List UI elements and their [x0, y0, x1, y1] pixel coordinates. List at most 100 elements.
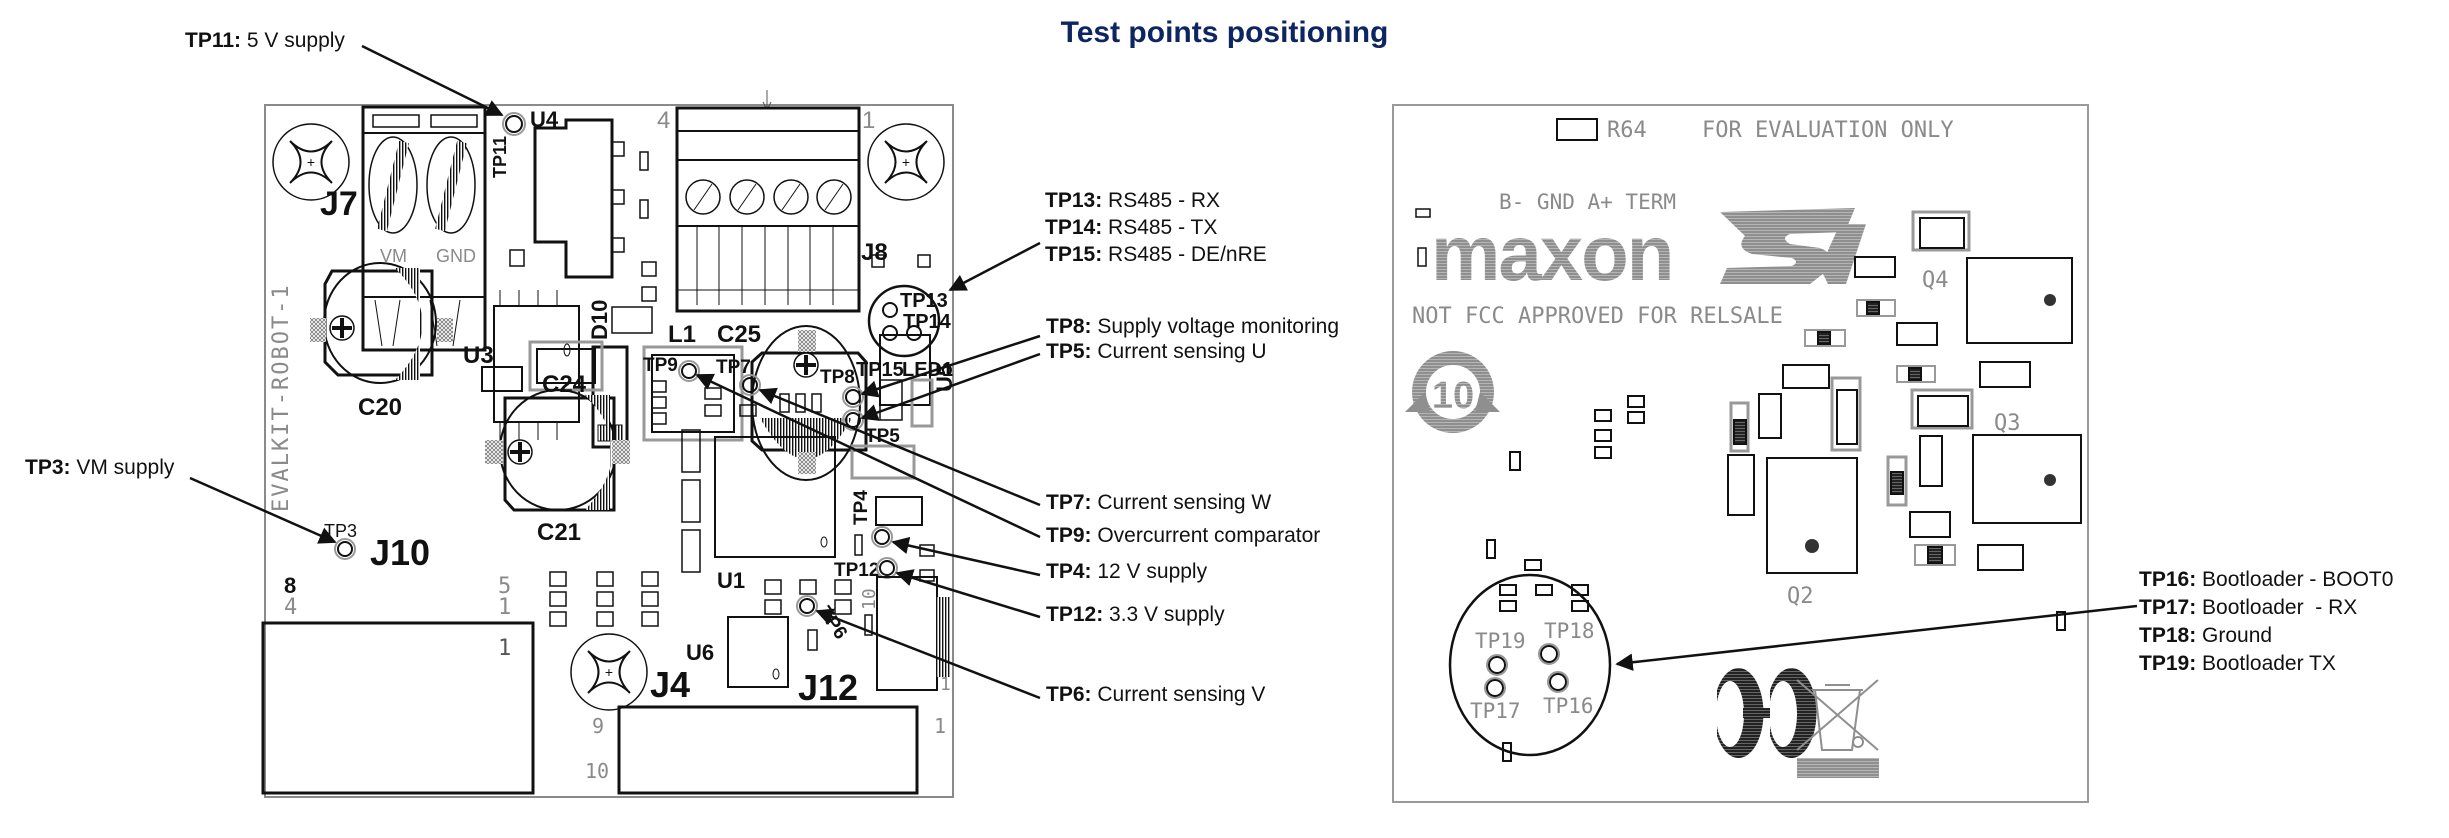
silk-tp7: TP7 — [716, 357, 751, 378]
silk-j10-p5: 5 — [498, 574, 511, 599]
svg-text:+: + — [902, 154, 910, 170]
callout-id: TP17: — [2139, 596, 2197, 619]
arrow-tp7 — [758, 387, 1041, 507]
silk-tp4: TP4 — [851, 490, 872, 525]
mounting-hole-icon: + — [867, 123, 945, 201]
callout-id: TP18: — [2139, 624, 2197, 647]
silk-j8-pin1: 1 — [862, 107, 875, 134]
arrow-tp3 — [189, 476, 337, 544]
silk-tp19: TP19 — [1475, 629, 1526, 653]
u5-ic — [879, 334, 931, 406]
silk-tp15: TP15 — [856, 359, 904, 381]
silk-tp11: TP11 — [490, 136, 510, 178]
silk-vm: VM — [380, 246, 407, 266]
callout-tp7: TP7: Current sensing W — [1046, 491, 1271, 515]
r64-resistor — [1556, 118, 1598, 141]
callout-tp8: TP8: Supply voltage monitoring — [1046, 315, 1339, 339]
arrow-tp11 — [361, 44, 504, 117]
arrow-tp8 — [860, 334, 1041, 398]
callout-id: TP7: — [1046, 491, 1092, 514]
callout-tp17: TP17: Bootloader - RX — [2139, 596, 2357, 620]
svg-text:+: + — [605, 664, 613, 680]
top-board: + + + J7 VM GND T — [261, 90, 957, 798]
board-name: EVALKIT-ROBOT-1 — [269, 283, 294, 512]
silk-u3: U3 — [463, 342, 494, 369]
arrow-tp5 — [860, 352, 1041, 421]
silk-j8: J8 — [861, 239, 888, 266]
tp8-pad — [845, 389, 861, 405]
callout-arrows — [189, 44, 2138, 700]
callout-tp16: TP16: Bootloader - BOOT0 — [2139, 568, 2393, 592]
tp12-pad — [879, 560, 895, 576]
callout-tp3: TP3: VM supply — [25, 456, 174, 480]
callout-id: TP19: — [2139, 652, 2197, 675]
callout-desc: Supply voltage monitoring — [1091, 315, 1339, 338]
tp18-pad — [1540, 645, 1558, 663]
silk-c20: C20 — [358, 394, 402, 421]
callout-desc: 12 V supply — [1091, 560, 1208, 583]
silk-tp8: TP8 — [820, 367, 855, 388]
silk-side-p1: 1 — [940, 674, 951, 695]
callout-desc: 3.3 V supply — [1103, 603, 1225, 626]
silk-l1: L1 — [668, 321, 696, 348]
j8-terminal-block — [675, 90, 931, 313]
j7-terminal-block — [361, 105, 487, 352]
passive-grid — [549, 571, 852, 651]
callout-tp11: TP11: 5 V supply — [185, 29, 345, 53]
callout-tp6: TP6: Current sensing V — [1046, 683, 1265, 707]
callout-desc: Bootloader - RX — [2196, 596, 2358, 619]
callout-id: TP4: — [1046, 560, 1092, 583]
q4-mosfet — [1966, 257, 2073, 344]
silk-j10: J10 — [370, 532, 430, 573]
callout-desc: Ground — [2196, 624, 2273, 647]
bootloader-tp-highlight-circle — [1448, 573, 1612, 757]
arrow-bootloader — [1615, 604, 2138, 671]
silk-tp16: TP16 — [1543, 694, 1594, 718]
silk-tp13: TP13 — [900, 290, 948, 312]
callout-tp5: TP5: Current sensing U — [1046, 340, 1267, 364]
callout-desc: RS485 - TX — [1102, 216, 1218, 239]
arrow-tp6 — [815, 608, 1041, 700]
callout-id: TP9: — [1046, 524, 1092, 547]
passive-components — [651, 380, 935, 636]
callout-tp19: TP19: Bootloader TX — [2139, 652, 2336, 676]
callout-desc: Current sensing W — [1091, 491, 1272, 514]
callout-desc: Bootloader - BOOT0 — [2196, 568, 2394, 591]
callout-desc: Bootloader TX — [2196, 652, 2336, 675]
callout-desc: VM supply — [70, 456, 175, 479]
tp13-pad — [882, 302, 898, 318]
silk-tp5: TP5 — [865, 426, 900, 447]
callout-id: TP16: — [2139, 568, 2197, 591]
bottom-components — [1486, 210, 2066, 762]
callout-id: TP13: — [1045, 189, 1103, 212]
tp4-pad — [874, 529, 890, 545]
q2-mosfet — [1766, 457, 1858, 574]
callout-tp9: TP9: Overcurrent comparator — [1046, 524, 1320, 548]
callout-desc: 5 V supply — [241, 29, 345, 52]
silk-q4: Q4 — [1922, 268, 1949, 293]
callout-id: TP6: — [1046, 683, 1092, 706]
callout-id: TP15: — [1045, 243, 1103, 266]
callout-tp13: TP13: RS485 - RX — [1045, 189, 1220, 213]
arrow-tp13-14 — [948, 241, 1041, 292]
callout-desc: RS485 - DE/nRE — [1102, 243, 1267, 266]
weee-bin-icon — [1796, 679, 1879, 778]
callout-id: TP5: — [1046, 340, 1092, 363]
u1-mcu — [714, 436, 836, 558]
tp3-pad — [337, 541, 353, 557]
callout-id: TP14: — [1045, 216, 1103, 239]
silk-j8-pin4: 4 — [657, 107, 670, 134]
c20-capacitor — [310, 262, 453, 384]
tp17-pad — [1486, 679, 1504, 697]
silk-c21: C21 — [537, 519, 581, 546]
silk-j10-p8: 8 — [284, 573, 296, 598]
callout-tp4: TP4: 12 V supply — [1046, 560, 1207, 584]
silk-tp14: TP14 — [903, 311, 952, 333]
silk-j10-p4: 4 — [284, 595, 297, 620]
silk-side-p10: 10 — [859, 588, 880, 610]
callout-tp15: TP15: RS485 - DE/nRE — [1045, 243, 1267, 267]
silk-u1: U1 — [717, 568, 745, 593]
silk-j10-inner-p1: 1 — [498, 636, 511, 661]
silk-gnd: GND — [436, 246, 476, 266]
